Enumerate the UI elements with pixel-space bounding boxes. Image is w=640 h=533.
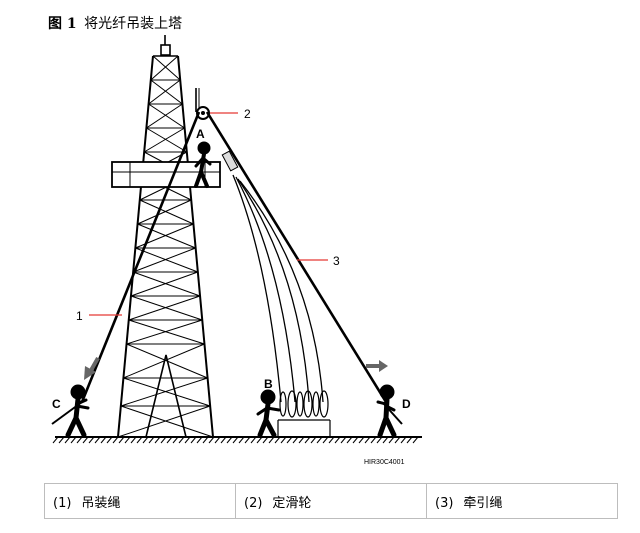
legend-table: (1) 吊装绳 (2) 定滑轮 (3) 牵引绳 xyxy=(44,483,618,519)
worker-c-figure xyxy=(51,384,90,438)
tower xyxy=(111,35,221,438)
legend-item-1: (1) 吊装绳 xyxy=(44,483,236,519)
label-b: B xyxy=(264,377,273,391)
figure-caption: 图 1 将光纤吊装上塔 xyxy=(48,13,182,33)
fiber-bundle xyxy=(221,150,324,403)
label-d: D xyxy=(402,397,411,411)
cable-reel xyxy=(277,390,331,437)
callout-3: 3 xyxy=(333,254,340,268)
callout-lines xyxy=(89,112,328,316)
legend-number: (1) xyxy=(53,495,72,511)
label-c: C xyxy=(52,397,61,411)
legend-item-2: (2) 定滑轮 xyxy=(235,483,427,519)
legend-number: (2) xyxy=(244,495,263,511)
figure-number: 图 1 xyxy=(48,16,77,32)
legend-text: 牵引绳 xyxy=(463,495,503,511)
legend-text: 吊装绳 xyxy=(81,495,121,511)
figure-code: HIR30C4001 xyxy=(364,459,405,466)
legend-text: 定滑轮 xyxy=(272,495,312,511)
worker-d-figure xyxy=(376,384,403,438)
worker-a-figure xyxy=(194,141,212,188)
legend-row: (1) 吊装绳 (2) 定滑轮 (3) 牵引绳 xyxy=(44,483,618,519)
pull-right-arrow-icon xyxy=(366,360,388,372)
pull-down-arrow-icon xyxy=(84,357,100,380)
legend-item-3: (3) 牵引绳 xyxy=(426,483,618,519)
ground xyxy=(52,436,422,444)
figure-title: 将光纤吊装上塔 xyxy=(84,16,183,32)
label-a: A xyxy=(196,127,205,141)
hoisting-rope xyxy=(80,111,201,403)
worker-b-figure xyxy=(256,389,281,438)
legend-number: (3) xyxy=(435,495,454,511)
callout-2: 2 xyxy=(244,107,251,121)
tower-hoisting-diagram: 1 2 3 A B C D HIR30C4001 xyxy=(51,35,422,466)
traction-rope xyxy=(205,111,388,403)
callout-1: 1 xyxy=(76,309,83,323)
